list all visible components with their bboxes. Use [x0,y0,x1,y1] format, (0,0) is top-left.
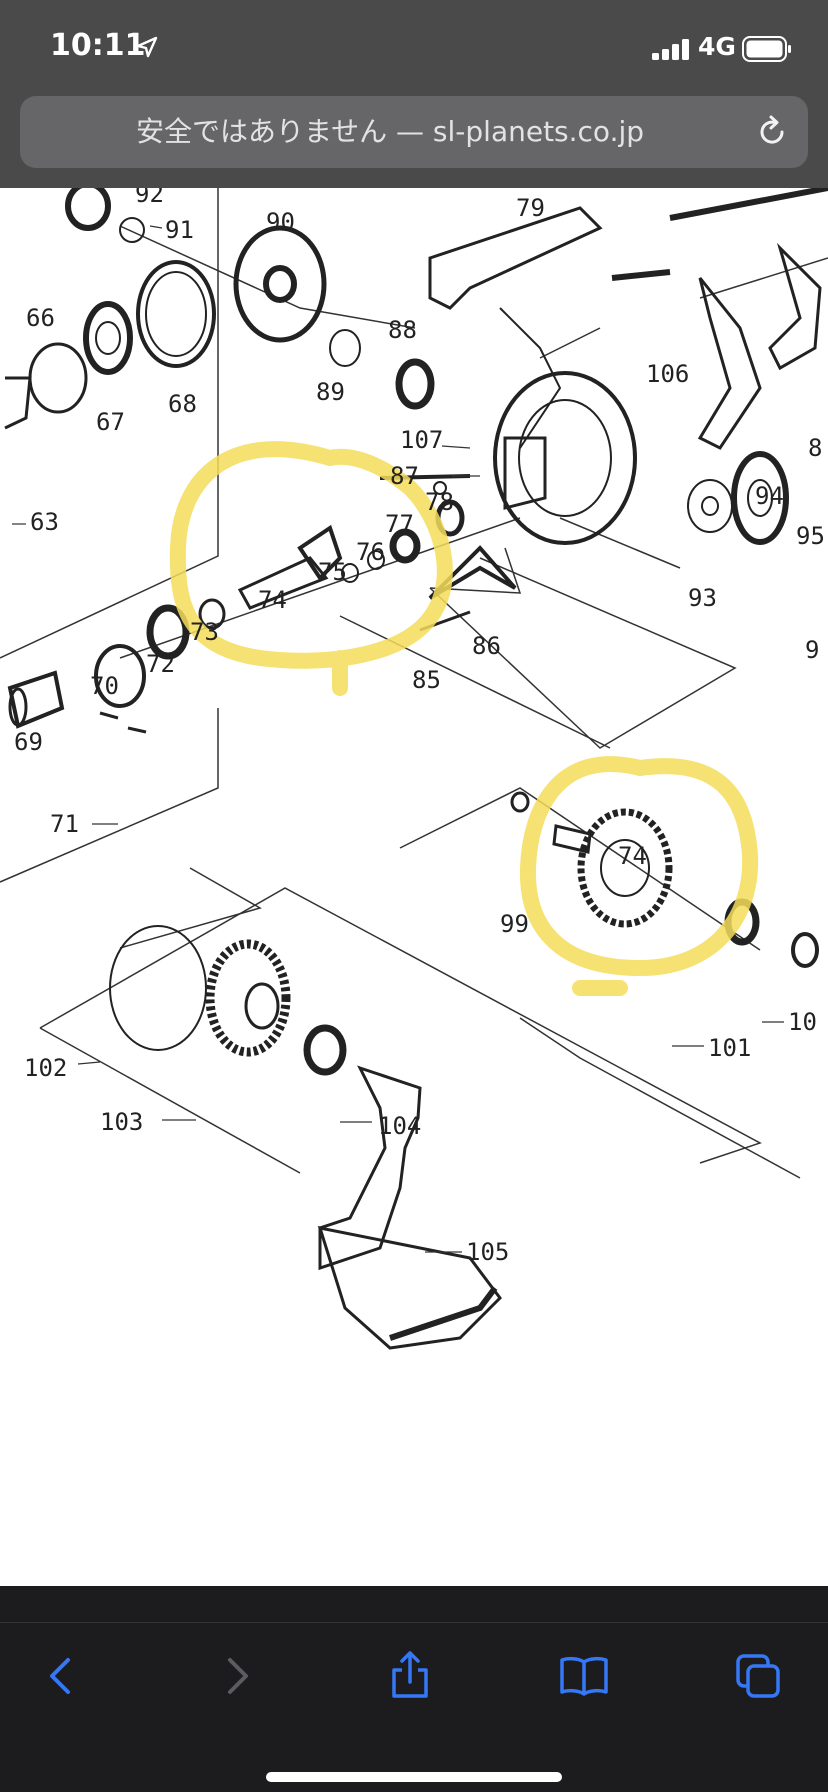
reload-icon[interactable] [754,114,790,150]
part-label: 78 [425,488,454,516]
highlight-marks [169,441,759,996]
bookmarks-book-icon[interactable] [554,1646,614,1706]
browser-toolbar [0,1586,828,1792]
part-label: 66 [26,304,55,332]
part-label: 104 [378,1112,421,1140]
browser-address-area: 安全ではありません — sl-planets.co.jp [0,90,828,188]
part-label: 89 [316,378,345,406]
part-label: 106 [646,360,689,388]
network-type: 4G [698,32,736,61]
part-label: 107 [400,426,443,454]
part-label: 95 [796,522,825,550]
part-label: 86 [472,632,501,660]
part-label: 79 [516,194,545,222]
part-label: 102 [24,1054,67,1082]
home-indicator [266,1772,562,1782]
exploded-parts-diagram: 92 91 90 79 66 88 106 89 67 68 107 8 63 … [0,188,828,1350]
part-label: 94 [755,482,784,510]
part-label: 101 [708,1034,751,1062]
label-leaders [12,225,784,1253]
part-label: 92 [135,188,164,208]
battery-icon [742,36,791,62]
part-label: 87 [390,462,419,490]
part-label: 76 [356,538,385,566]
toolbar-divider [0,1622,828,1623]
part-label: 103 [100,1108,143,1136]
share-icon[interactable] [380,1646,440,1706]
location-arrow-icon [136,36,158,58]
web-content[interactable]: 92 91 90 79 66 88 106 89 67 68 107 8 63 … [0,188,828,1586]
part-label: 90 [266,208,295,236]
part-label: 63 [30,508,59,536]
part-label: 10 [788,1008,817,1036]
part-label: 68 [168,390,197,418]
part-label: 9 [805,636,819,664]
part-label: 105 [466,1238,509,1266]
part-label: 70 [90,672,119,700]
part-label: 99 [500,910,529,938]
tabs-icon[interactable] [728,1646,788,1706]
url-text[interactable]: 安全ではありません — sl-planets.co.jp [135,115,645,148]
part-label: 93 [688,584,717,612]
part-label: 91 [165,216,194,244]
part-label: 69 [14,728,43,756]
part-label: 75 [318,558,347,586]
part-label: 72 [146,650,175,678]
part-label: 85 [412,666,441,694]
cellular-signal-icon [652,39,689,60]
part-label: 77 [385,510,414,538]
part-label: 74 [258,586,287,614]
part-label: 74 [618,842,647,870]
part-labels: 92 91 90 79 66 88 106 89 67 68 107 8 63 … [14,188,825,1266]
status-bar: 10:11 4G [0,0,828,90]
status-time: 10:11 [50,28,146,63]
part-label: 73 [190,618,219,646]
part-label: 71 [50,810,79,838]
address-bar[interactable]: 安全ではありません — sl-planets.co.jp [20,96,808,168]
back-chevron-icon[interactable] [32,1646,92,1706]
part-label: 88 [388,316,417,344]
forward-chevron-icon[interactable] [206,1646,266,1706]
part-label: 67 [96,408,125,436]
part-label: 8 [808,434,822,462]
